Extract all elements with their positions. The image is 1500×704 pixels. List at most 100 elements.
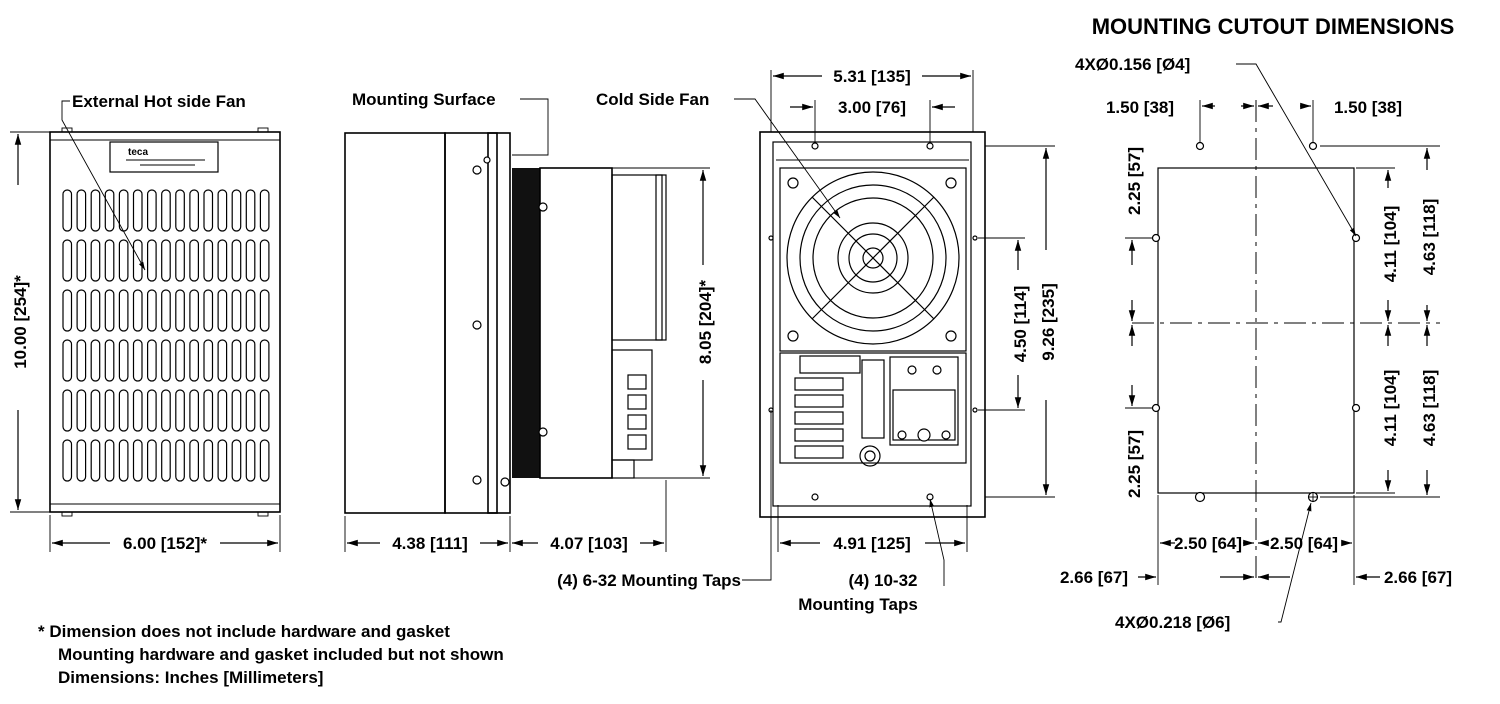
vent-slot — [189, 339, 199, 382]
vent-slot — [132, 189, 143, 232]
vent-slot — [62, 439, 73, 482]
hot-side-width-label: 6.00 [152]* — [123, 534, 207, 553]
vent-slot — [76, 439, 87, 482]
vent-slot — [104, 389, 115, 432]
vent-slot — [118, 239, 129, 282]
note-line-3: Dimensions: Inches [Millimeters] — [58, 668, 324, 687]
vent-slot — [90, 389, 101, 432]
vent-slot — [90, 289, 101, 332]
vent-slot — [90, 339, 101, 382]
vent-slot — [62, 389, 73, 432]
vent-slot — [90, 239, 101, 282]
vent-slot — [76, 189, 87, 232]
vent-slot — [132, 239, 143, 282]
side-height-label: 8.05 [204]* — [696, 280, 715, 364]
dimension-lines — [10, 63, 1440, 623]
vent-slot — [259, 189, 270, 232]
side-depth-right-label: 4.07 [103] — [550, 534, 628, 553]
note-line-1: * Dimension does not include hardware an… — [38, 622, 450, 641]
vent-slot — [76, 289, 87, 332]
vent-slot — [203, 389, 214, 432]
cold-side-hole-spacing-label: 3.00 [76] — [838, 98, 906, 117]
side-depth-left-label: 4.38 [111] — [392, 534, 468, 553]
cold-side-fan — [786, 171, 960, 345]
vent-slot — [231, 289, 242, 332]
vent-slot — [259, 289, 270, 332]
cutout-top-right-label: 1.50 [38] — [1334, 98, 1402, 117]
vent-slot — [217, 339, 228, 382]
vent-slot — [175, 239, 185, 282]
vent-slot — [62, 189, 73, 232]
cold-side-fan-callout: Cold Side Fan — [596, 90, 709, 109]
cold-side-view — [759, 131, 986, 518]
vent-slot — [245, 289, 256, 332]
vent-slot — [118, 389, 129, 432]
cold-side-bottom-width-label: 4.91 [125] — [833, 534, 911, 553]
vent-slot — [62, 339, 73, 382]
cutout-right-outer-lower-label: 4.63 [118] — [1420, 370, 1439, 447]
dimension-labels: External Hot side Fan 10.00 [254]* 6.00 … — [11, 14, 1454, 632]
cutout-left-lower-label: 2.25 [57] — [1125, 430, 1144, 498]
cutout-right-inner-upper-label: 4.11 [104] — [1381, 206, 1400, 283]
cutout-left-upper-label: 2.25 [57] — [1125, 147, 1144, 215]
vent-slot — [104, 239, 115, 282]
hot-side-fan-callout: External Hot side Fan — [72, 92, 246, 111]
vent-slot — [217, 189, 228, 232]
vent-slot — [62, 289, 73, 332]
vent-slot — [118, 289, 129, 332]
vent-slot — [76, 389, 87, 432]
vent-slot — [231, 439, 242, 482]
taps-632-callout: (4) 6-32 Mounting Taps — [557, 571, 741, 590]
vent-slot — [245, 239, 256, 282]
cutout-bottom-outer-left-label: 2.66 [67] — [1060, 568, 1128, 587]
logo-text: teca — [128, 147, 148, 158]
vent-slot — [90, 439, 101, 482]
vent-slot — [259, 389, 270, 432]
cutout-right-inner-lower-label: 4.11 [104] — [1381, 370, 1400, 447]
vent-slot — [217, 239, 228, 282]
vent-slot — [231, 189, 242, 232]
vent-slot — [259, 239, 270, 282]
cutout-top-left-label: 1.50 [38] — [1106, 98, 1174, 117]
vent-slot — [76, 339, 87, 382]
cutout-title: MOUNTING CUTOUT DIMENSIONS — [1092, 14, 1455, 39]
vent-slot — [203, 189, 214, 232]
vent-slot — [132, 289, 143, 332]
cutout-bottom-inner-left-label: 2.50 [64] — [1174, 534, 1242, 553]
cutout-right-outer-upper-label: 4.63 [118] — [1420, 199, 1439, 276]
vent-slot — [147, 389, 157, 432]
vent-slot — [104, 439, 115, 482]
vent-slot — [259, 439, 270, 482]
cold-side-height-label: 9.26 [235] — [1039, 283, 1058, 361]
vent-slot — [118, 439, 129, 482]
vent-slot — [245, 389, 256, 432]
vent-slot — [104, 289, 115, 332]
brand-logo: teca — [109, 141, 219, 173]
vent-slot — [118, 189, 129, 232]
vent-slot — [231, 239, 242, 282]
vent-slot — [161, 439, 171, 482]
vent-slot — [161, 239, 171, 282]
vent-slot — [175, 389, 185, 432]
vent-slot — [189, 189, 199, 232]
vent-slot — [217, 289, 228, 332]
cutout-small-holes-label: 4XØ0.156 [Ø4] — [1075, 55, 1190, 74]
mounting-surface-callout: Mounting Surface — [352, 90, 496, 109]
vent-slot — [175, 339, 185, 382]
vent-slot — [132, 439, 143, 482]
taps-1032-callout-line2: Mounting Taps — [798, 595, 918, 614]
cutout-large-holes-label: 4XØ0.218 [Ø6] — [1115, 613, 1230, 632]
vent-slot — [147, 239, 157, 282]
vent-slot — [175, 189, 185, 232]
vent-slot — [132, 389, 143, 432]
vent-slot — [189, 439, 199, 482]
fan-grille — [62, 189, 270, 482]
drawing-notes: * Dimension does not include hardware an… — [38, 620, 504, 689]
vent-slot — [90, 189, 101, 232]
vent-slot — [245, 439, 256, 482]
hot-side-height-label: 10.00 [254]* — [11, 275, 30, 369]
vent-slot — [161, 189, 171, 232]
cold-side-width-label: 5.31 [135] — [833, 67, 911, 86]
vent-slot — [189, 389, 199, 432]
